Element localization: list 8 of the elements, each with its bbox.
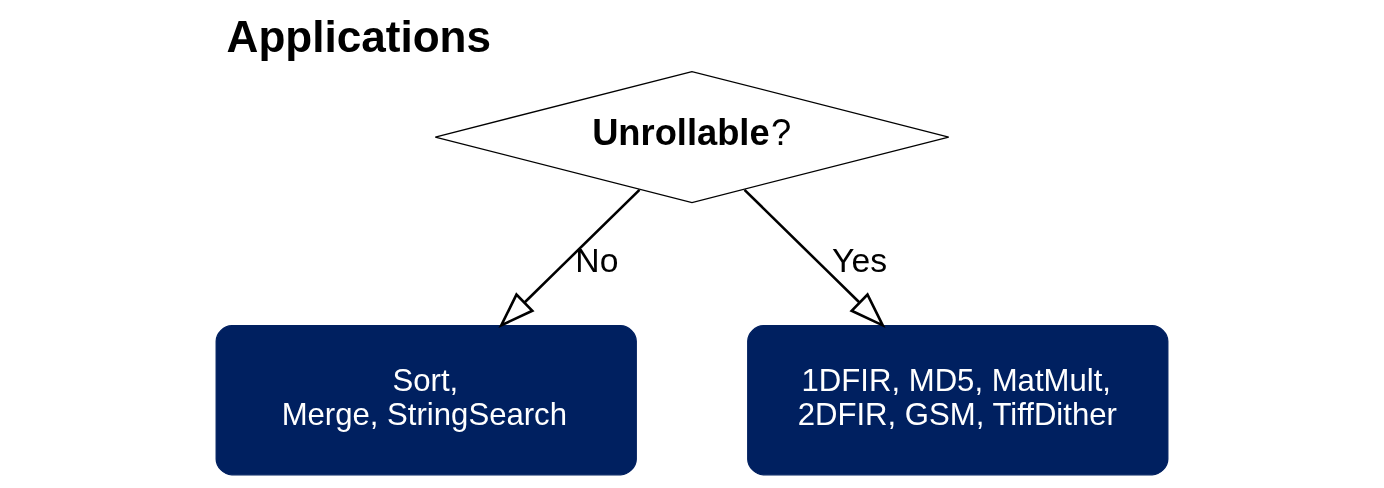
node-box: 1DFIR, MD5, MatMult, 2DFIR, GSM, TiffDither xyxy=(747,325,1169,476)
arrow xyxy=(743,188,886,329)
diagram-title: Applications xyxy=(226,12,492,62)
node-box: Sort, Merge, StringSearch xyxy=(215,325,637,476)
arrow xyxy=(498,188,641,329)
node-diamond: Unrollable? xyxy=(434,70,950,204)
edge-label: No xyxy=(575,241,619,280)
edge-label: Yes xyxy=(832,241,887,280)
